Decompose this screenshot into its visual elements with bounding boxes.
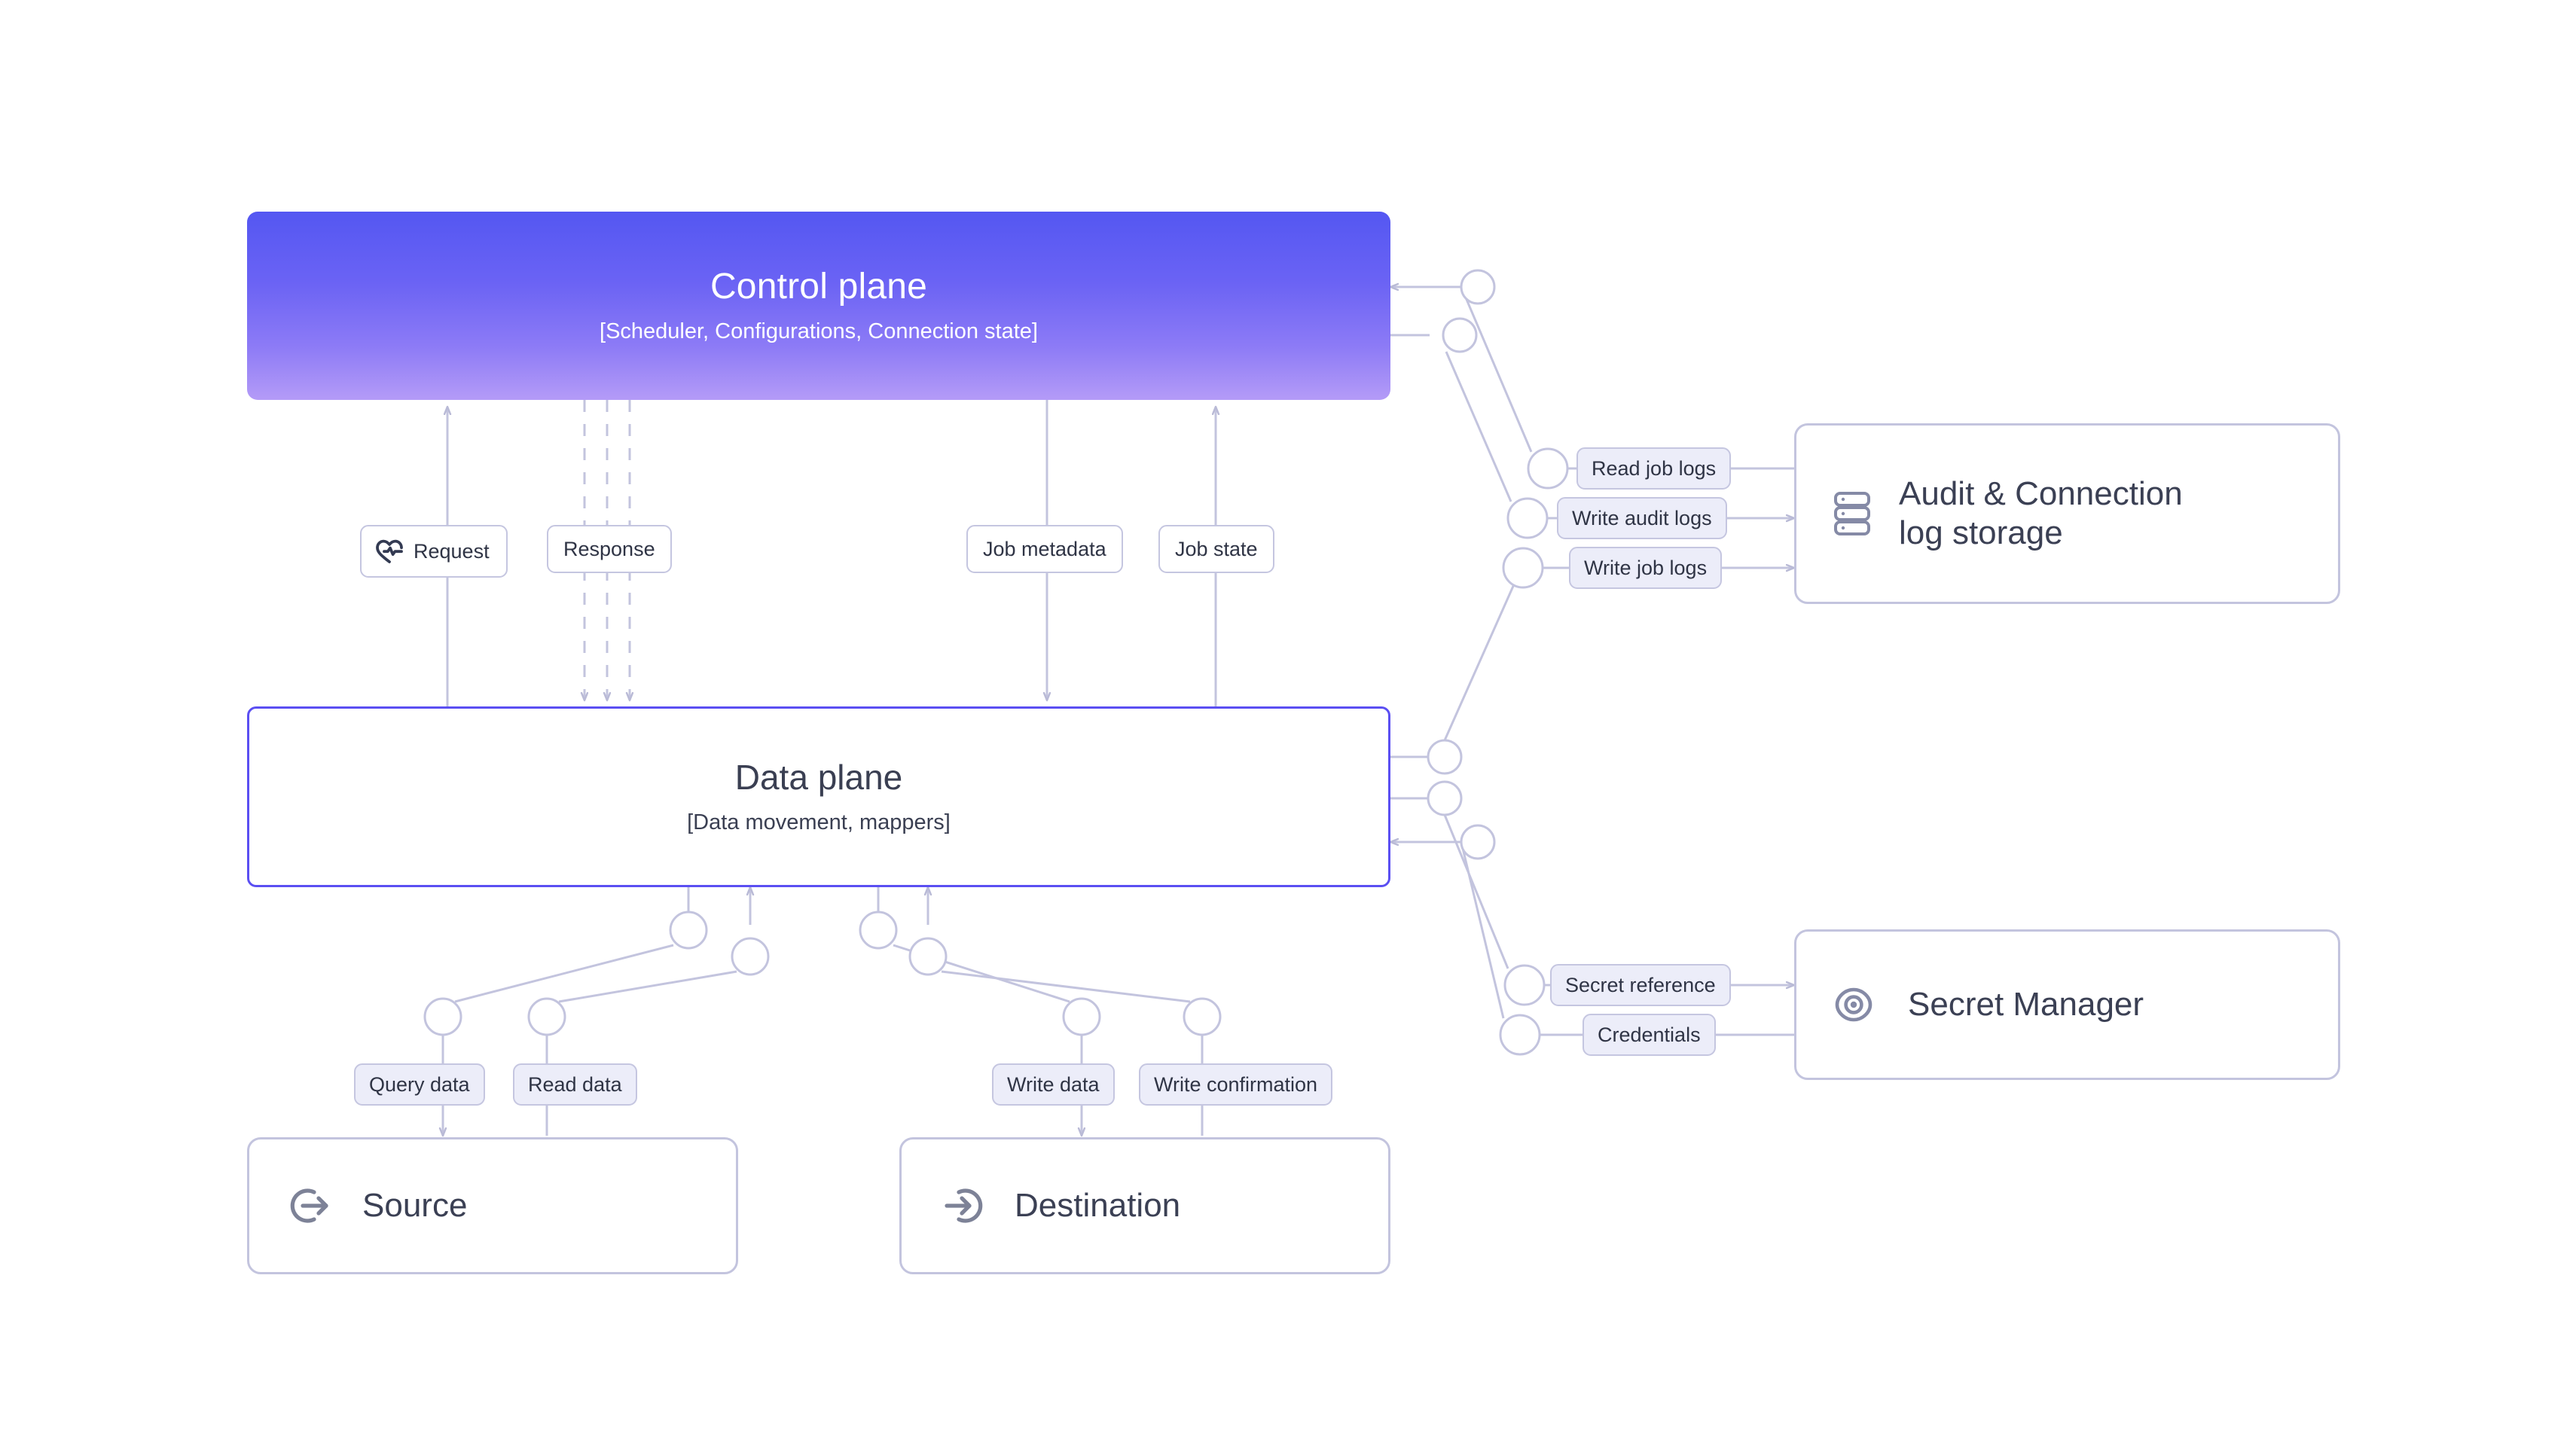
database-stack-icon: [1833, 490, 1872, 537]
edge-label-write-confirmation[interactable]: Write confirmation: [1139, 1063, 1333, 1106]
hub-writeconf-bottom: [1183, 997, 1222, 1036]
edge-label-secret-reference-text: Secret reference: [1565, 973, 1716, 996]
wire-write-diag: [893, 944, 1070, 1003]
destination-label: Destination: [1015, 1187, 1181, 1225]
hub-write-audit-cp: [1442, 317, 1478, 353]
edge-label-write-job-logs-text: Write job logs: [1584, 556, 1708, 579]
edge-label-write-data[interactable]: Write data: [992, 1063, 1115, 1106]
hub-write-audit: [1506, 497, 1549, 539]
hub-write-top: [859, 911, 898, 950]
secret-manager-label: Secret Manager: [1908, 986, 2144, 1023]
destination-node[interactable]: Destination: [899, 1137, 1390, 1274]
edge-label-write-data-text: Write data: [1007, 1072, 1100, 1096]
control-plane-node[interactable]: Control plane [Scheduler, Configurations…: [247, 212, 1390, 400]
edge-label-job-metadata[interactable]: Job metadata: [966, 525, 1123, 573]
edge-label-response[interactable]: Response: [547, 525, 672, 573]
wire-read-job-logs-diag: [1460, 286, 1533, 453]
edge-label-read-data-text: Read data: [528, 1072, 622, 1096]
data-plane-title: Data plane: [734, 758, 903, 798]
data-plane-node[interactable]: Data plane [Data movement, mappers]: [247, 706, 1390, 887]
edge-label-query-data[interactable]: Query data: [354, 1063, 485, 1106]
audit-log-storage-node[interactable]: Audit & Connection log storage: [1794, 423, 2340, 604]
hub-read-bottom: [527, 997, 566, 1036]
log-out-icon: [288, 1184, 332, 1228]
wire-credentials-diag: [1460, 841, 1505, 1019]
edge-label-request-text: Request: [414, 539, 490, 563]
data-plane-subtitle: [Data movement, mappers]: [687, 810, 951, 834]
eye-key-icon: [1833, 984, 1875, 1026]
hub-query-bottom: [423, 997, 462, 1036]
edge-label-write-audit-logs-text: Write audit logs: [1572, 506, 1712, 529]
edge-label-read-job-logs-text: Read job logs: [1592, 456, 1717, 480]
wire-write-job-logs-diag: [1443, 584, 1515, 741]
source-label: Source: [362, 1187, 468, 1225]
hub-secret-reference: [1503, 964, 1546, 1006]
audit-log-storage-label: Audit & Connection log storage: [1899, 475, 2183, 551]
hub-read-job-logs-cp: [1460, 269, 1496, 305]
log-in-icon: [941, 1184, 984, 1228]
hub-secret-ref-dp: [1427, 780, 1463, 816]
wire-writeconf-diag: [941, 970, 1191, 1003]
wire-secret-ref-diag: [1443, 814, 1509, 969]
edge-label-credentials[interactable]: Credentials: [1583, 1014, 1716, 1056]
hub-writeconf-top: [908, 937, 948, 976]
edge-label-secret-reference[interactable]: Secret reference: [1550, 964, 1731, 1006]
edge-label-query-data-text: Query data: [369, 1072, 470, 1096]
source-node[interactable]: Source: [247, 1137, 738, 1274]
edge-label-job-state[interactable]: Job state: [1158, 525, 1274, 573]
hub-credentials-dp: [1460, 824, 1496, 860]
wire-write-audit-diag: [1445, 351, 1512, 502]
hub-query-top: [669, 911, 708, 950]
control-plane-title: Control plane: [710, 267, 928, 307]
hub-write-bottom: [1062, 997, 1101, 1036]
edge-label-write-confirmation-text: Write confirmation: [1154, 1072, 1318, 1096]
edge-label-write-job-logs[interactable]: Write job logs: [1569, 547, 1723, 589]
edge-label-request[interactable]: Request: [360, 525, 508, 578]
hub-credentials: [1499, 1014, 1541, 1056]
hub-read-job-logs: [1527, 447, 1569, 490]
wire-query-diag: [454, 944, 674, 1003]
hub-read-top: [731, 937, 770, 976]
edge-label-credentials-text: Credentials: [1598, 1023, 1701, 1046]
edge-label-response-text: Response: [563, 537, 655, 560]
secret-manager-node[interactable]: Secret Manager: [1794, 929, 2340, 1080]
edge-label-write-audit-logs[interactable]: Write audit logs: [1557, 497, 1727, 539]
control-plane-subtitle: [Scheduler, Configurations, Connection s…: [600, 319, 1038, 343]
edge-label-read-job-logs[interactable]: Read job logs: [1576, 447, 1732, 490]
hub-write-job-logs: [1502, 547, 1544, 589]
hub-write-job-logs-dp: [1427, 739, 1463, 775]
edge-label-job-metadata-text: Job metadata: [983, 537, 1106, 560]
wire-read-diag: [558, 970, 737, 1003]
edge-label-read-data[interactable]: Read data: [513, 1063, 637, 1106]
heart-pulse-icon: [375, 538, 404, 564]
edge-label-job-state-text: Job state: [1175, 537, 1258, 560]
